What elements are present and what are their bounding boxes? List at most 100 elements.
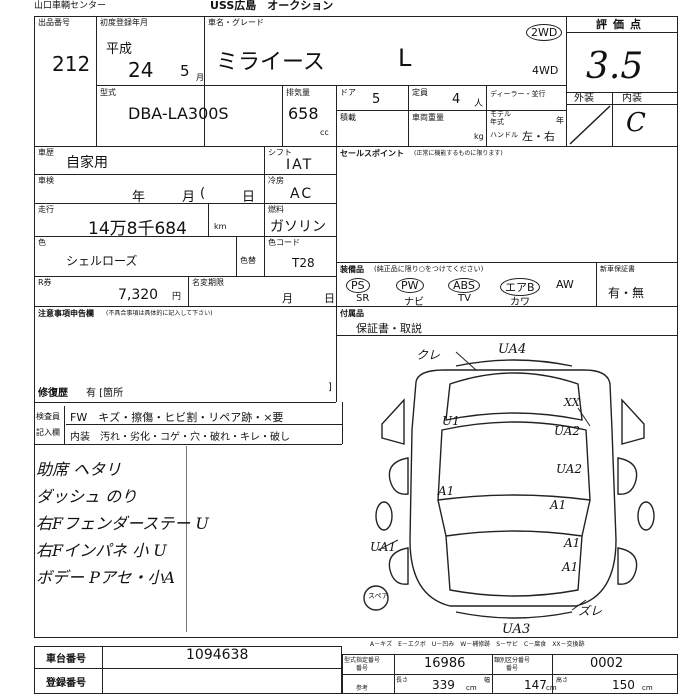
weight-label: 車両重量 xyxy=(412,113,444,122)
inspector-row-1: FW キズ・擦傷・ヒビ割・リペア跡・×要 xyxy=(70,411,284,424)
color-change-label: 色替 xyxy=(240,256,256,265)
category-no-label: 類別区分番号 xyxy=(494,657,531,664)
mark-ua3: UA3 xyxy=(502,622,531,637)
repair-history-label: 修復歴 xyxy=(38,388,68,399)
equipment-item-lower-1: ナビ xyxy=(404,297,424,308)
handle-value: 左・右 xyxy=(522,130,555,143)
car-grade: L xyxy=(398,44,412,72)
handwritten-note: ダッシュ のり xyxy=(36,487,138,506)
equipment-item-4: AW xyxy=(556,278,574,291)
width-label: 幅 xyxy=(484,677,491,684)
equipment-item-lower-0: SR xyxy=(356,293,370,304)
handwritten-note: 右Fインパネ 小 U xyxy=(36,541,167,560)
color-value: シェルローズ xyxy=(66,254,138,268)
grade-score: 3.5 xyxy=(586,46,644,87)
color-code-label: 色コード xyxy=(268,238,300,247)
repair-history-close: ] xyxy=(328,382,332,393)
inspection-month-unit: 月 xyxy=(182,190,196,205)
drive-4wd: 4WD xyxy=(532,64,559,77)
chassis-number: 1094638 xyxy=(186,647,249,663)
inspection-year-unit: 年 xyxy=(132,190,146,205)
drive-2wd: 2WD xyxy=(526,24,563,41)
doors-label: ドア xyxy=(340,88,356,97)
equipment-item-lower-3: カワ xyxy=(510,297,530,308)
mark-ua4: UA4 xyxy=(498,342,527,357)
damage-legend: A－キズ E－エクボ U－凹み W－補修跡 S－サビ C－腐食 XX－交換跡 xyxy=(370,641,585,648)
load-label: 積載 xyxy=(340,113,356,122)
mileage-unit: km xyxy=(214,222,227,231)
sheet-frame xyxy=(34,16,678,638)
equipment-item-2: ABS xyxy=(448,278,480,293)
registration-year: 24 xyxy=(128,58,154,82)
footer-left xyxy=(34,646,342,694)
header-top-fragment: 山口車輌センター xyxy=(34,1,107,11)
car-name-label: 車名・グレード xyxy=(208,18,264,27)
registration-era: 平成 xyxy=(106,42,133,57)
length-value: 339 xyxy=(432,678,455,692)
model-code: DBA-LA300S xyxy=(128,104,229,123)
mark-a1-left: A1 xyxy=(438,484,455,498)
car-name: ミライース xyxy=(216,50,325,75)
height-label: 高さ xyxy=(556,677,569,684)
spare-label: スペア xyxy=(368,592,389,600)
usage-value: 自家用 xyxy=(66,155,108,171)
interior-grade: C xyxy=(626,108,646,138)
shift-value: IAT xyxy=(286,157,314,173)
recycle-label: R券 xyxy=(38,278,52,287)
mileage-label: 走行 xyxy=(38,205,54,214)
capacity-unit: 人 xyxy=(474,99,484,109)
mark-kure: クレ xyxy=(416,348,441,362)
usage-label: 車歴 xyxy=(38,148,54,157)
inspector-row-2: 内装 汚れ・劣化・コゲ・穴・破れ・キレ・破し xyxy=(70,432,290,443)
equipment-item-0: PS xyxy=(346,278,370,293)
capacity-label: 定員 xyxy=(412,88,428,97)
exterior-slash xyxy=(569,105,611,145)
new-car-warranty-value: 有・無 xyxy=(608,286,645,300)
car-damage-diagram xyxy=(363,351,655,619)
color-code: T28 xyxy=(292,256,315,270)
lot-label: 出品番号 xyxy=(38,18,70,27)
mark-a1-mid: A1 xyxy=(564,536,581,550)
type-no: 16986 xyxy=(424,656,466,671)
sales-point-label: セールスポイント xyxy=(340,149,404,158)
model-label: 型式 xyxy=(100,88,116,97)
auction-site: USS広島 オークション xyxy=(210,0,334,12)
exterior-label: 外装 xyxy=(574,93,594,104)
inspector-label-1: 検査員 xyxy=(36,412,60,421)
ac-value: AC xyxy=(290,186,314,202)
mark-a1-right: A1 xyxy=(550,498,567,512)
category-no: 0002 xyxy=(590,656,624,671)
name-change-month: 月 xyxy=(282,292,293,305)
chassis-label: 車台番号 xyxy=(46,654,86,665)
inspector-label-2: 記入欄 xyxy=(36,428,60,437)
model-year-unit: 年 xyxy=(556,116,564,125)
registration-no-label: 登録番号 xyxy=(46,678,86,689)
sales-point-note: (正常に機能するものに限ります) xyxy=(414,150,503,157)
width-unit: cm xyxy=(546,684,557,692)
fuel-value: ガソリン xyxy=(270,219,326,235)
equipment-item-lower-2: TV xyxy=(458,293,471,304)
type-no-label-2: 番号 xyxy=(356,665,369,672)
recycle-unit: 円 xyxy=(172,292,182,302)
notes-hint: (不具合事項は具体的に記入して下さい) xyxy=(106,310,213,317)
fuel-label: 燃料 xyxy=(268,205,284,214)
doors: 5 xyxy=(372,92,381,107)
length-label: 長さ xyxy=(396,677,409,684)
registration-label: 初度登録年月 xyxy=(100,18,148,27)
handle-label: ハンドル xyxy=(490,131,518,139)
equipment-label: 装備品 xyxy=(340,265,364,274)
type-no-label: 型式指定番号 xyxy=(344,657,381,664)
name-change-day: 日 xyxy=(324,292,335,305)
mark-ua1: UA1 xyxy=(370,540,397,554)
accessories-label: 付属品 xyxy=(340,309,364,318)
mark-xx: XX xyxy=(564,396,580,409)
accessories-value: 保証書・取説 xyxy=(356,322,422,335)
inspection-day-unit: 日 xyxy=(242,190,256,205)
registration-month: 5 xyxy=(180,62,190,80)
inspection-label: 車検 xyxy=(38,176,54,185)
inspection-paren: ( xyxy=(200,186,206,201)
recycle-value: 7,320 xyxy=(118,287,159,303)
width-value: 147 xyxy=(524,678,547,692)
mark-ua2-b: UA2 xyxy=(556,462,583,476)
handwritten-note: ボデー Pアセ・小A xyxy=(36,568,176,587)
